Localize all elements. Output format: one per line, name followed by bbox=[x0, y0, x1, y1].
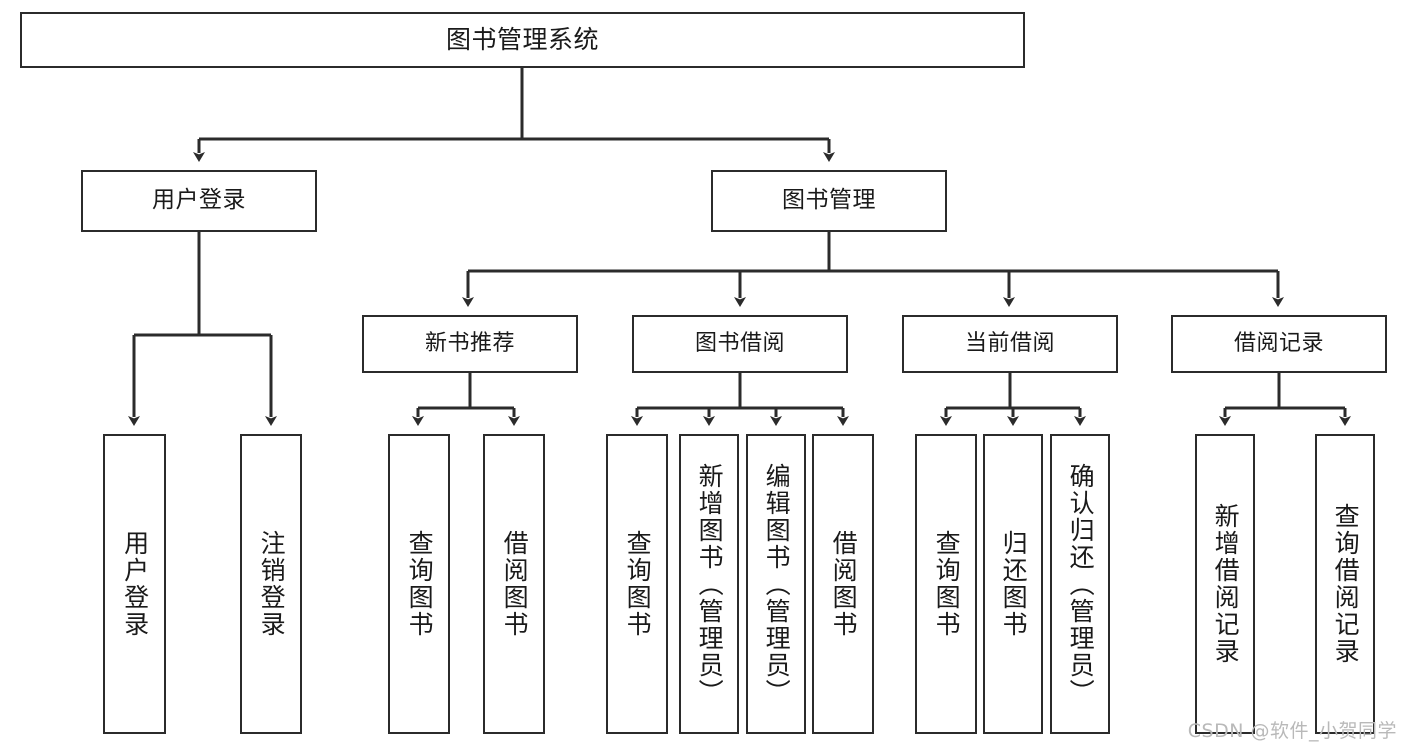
node-leaf-query-book-2-label: 查询图书 bbox=[623, 530, 653, 638]
node-leaf-borrow-book-1[interactable]: 借阅图书 bbox=[483, 434, 545, 734]
node-leaf-add-record-label: 新增借阅记录 bbox=[1211, 503, 1241, 665]
node-leaf-logout-label: 注销登录 bbox=[257, 530, 287, 638]
node-leaf-borrow-book-2[interactable]: 借阅图书 bbox=[812, 434, 874, 734]
node-book-manage[interactable]: 图书管理 bbox=[711, 170, 947, 232]
node-leaf-borrow-book-1-label: 借阅图书 bbox=[500, 530, 530, 638]
node-root-label: 图书管理系统 bbox=[445, 25, 599, 55]
node-leaf-query-book-1-label: 查询图书 bbox=[405, 530, 435, 638]
node-leaf-edit-book-label: 编辑图书（管理员） bbox=[762, 462, 792, 706]
node-leaf-logout[interactable]: 注销登录 bbox=[240, 434, 302, 734]
node-borrow-record-label: 借阅记录 bbox=[1233, 331, 1324, 357]
node-leaf-add-record[interactable]: 新增借阅记录 bbox=[1195, 434, 1255, 734]
node-leaf-query-book-3-label: 查询图书 bbox=[932, 530, 962, 638]
node-leaf-confirm-return-label: 确认归还（管理员） bbox=[1066, 462, 1096, 706]
node-new-book-rec[interactable]: 新书推荐 bbox=[362, 315, 578, 373]
node-current-borrow-label: 当前借阅 bbox=[964, 331, 1055, 357]
node-leaf-query-record[interactable]: 查询借阅记录 bbox=[1315, 434, 1375, 734]
node-new-book-rec-label: 新书推荐 bbox=[424, 331, 515, 357]
node-user-login-label: 用户登录 bbox=[152, 187, 246, 214]
node-leaf-query-book-2[interactable]: 查询图书 bbox=[606, 434, 668, 734]
node-leaf-borrow-book-2-label: 借阅图书 bbox=[829, 530, 859, 638]
node-leaf-add-book[interactable]: 新增图书（管理员） bbox=[679, 434, 739, 734]
node-leaf-confirm-return[interactable]: 确认归还（管理员） bbox=[1050, 434, 1110, 734]
node-current-borrow[interactable]: 当前借阅 bbox=[902, 315, 1118, 373]
node-book-borrow[interactable]: 图书借阅 bbox=[632, 315, 848, 373]
node-leaf-return-book-label: 归还图书 bbox=[999, 530, 1029, 638]
node-leaf-edit-book[interactable]: 编辑图书（管理员） bbox=[746, 434, 806, 734]
node-leaf-user-login[interactable]: 用户登录 bbox=[103, 434, 166, 734]
node-leaf-query-book-3[interactable]: 查询图书 bbox=[915, 434, 977, 734]
node-book-borrow-label: 图书借阅 bbox=[694, 331, 785, 357]
csdn-watermark: CSDN @软件_小贺同学 bbox=[1187, 720, 1397, 742]
node-user-login[interactable]: 用户登录 bbox=[81, 170, 317, 232]
node-book-manage-label: 图书管理 bbox=[782, 187, 876, 214]
node-leaf-return-book[interactable]: 归还图书 bbox=[983, 434, 1043, 734]
node-leaf-query-book-1[interactable]: 查询图书 bbox=[388, 434, 450, 734]
node-leaf-user-login-label: 用户登录 bbox=[120, 530, 150, 638]
node-root[interactable]: 图书管理系统 bbox=[20, 12, 1025, 68]
node-leaf-add-book-label: 新增图书（管理员） bbox=[695, 462, 725, 706]
node-borrow-record[interactable]: 借阅记录 bbox=[1171, 315, 1387, 373]
node-leaf-query-record-label: 查询借阅记录 bbox=[1331, 503, 1361, 665]
